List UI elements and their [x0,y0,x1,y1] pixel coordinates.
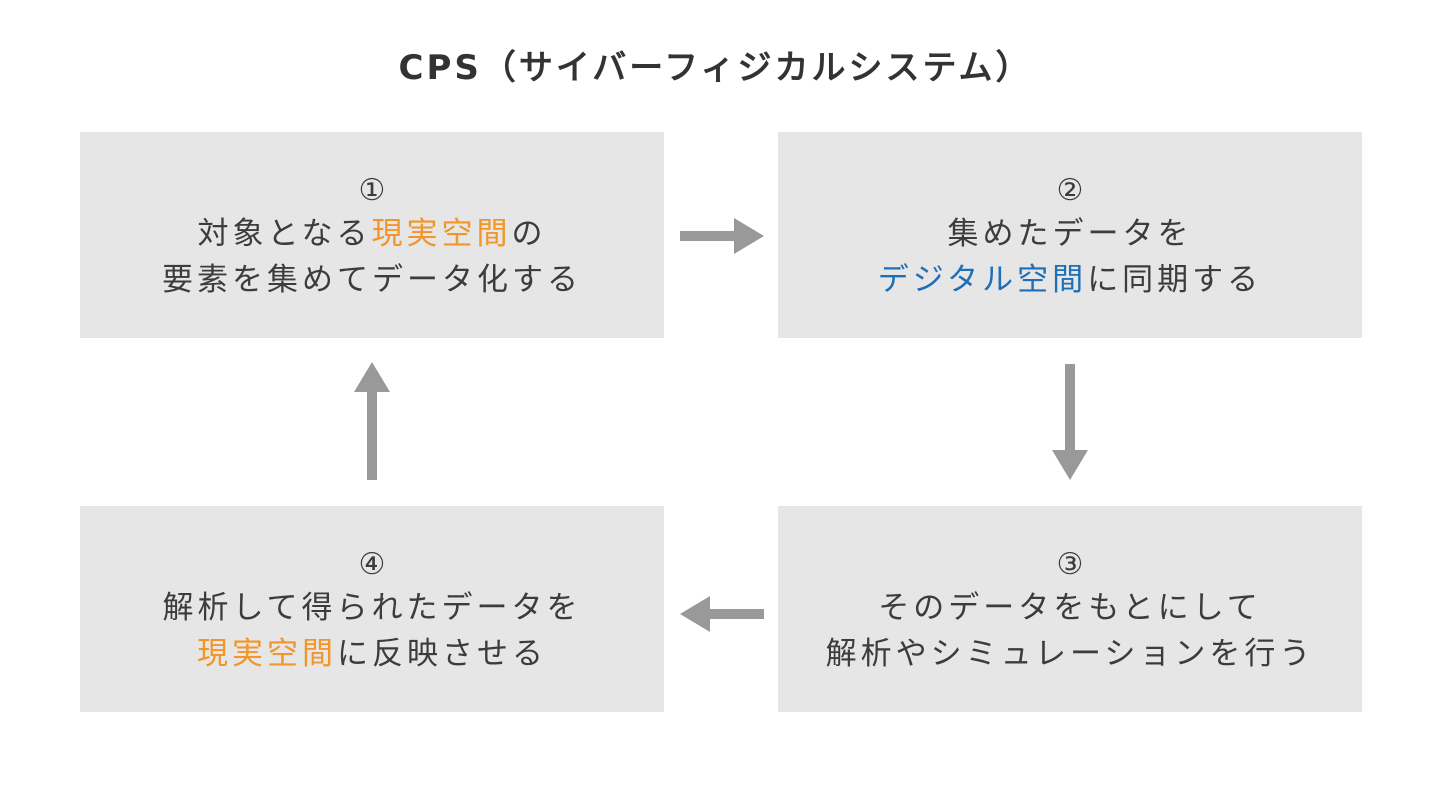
step-4-number: ④ [358,547,386,582]
step-3-box: ③ そのデータをもとにして 解析やシミュレーションを行う [778,506,1362,712]
step-2-highlight-digital-space: デジタル空間 [877,262,1088,298]
step-2-text-post: に同期する [1087,262,1263,298]
step-3-number: ③ [1056,547,1084,582]
arrow-right-icon [680,218,764,254]
arrow-left-icon [680,596,764,632]
step-4-line-1: 解析して得られたデータを [162,590,582,626]
step-4-text-post: に反映させる [337,636,547,672]
step-1-box: ① 対象となる現実空間の 要素を集めてデータ化する [80,132,664,338]
step-3-line-2: 解析やシミュレーションを行う [825,636,1315,672]
step-3-line-1: そのデータをもとにして [878,590,1262,626]
step-1-number: ① [358,173,386,208]
step-1-text-pre: 対象となる [197,216,372,252]
step-4-line-2: 現実空間に反映させる [197,631,547,677]
step-4-highlight-real-space: 現実空間 [197,636,337,672]
arrow-down-icon [1052,364,1088,480]
diagram-title: CPS（サイバーフィジカルシステム） [398,48,1033,88]
step-1-highlight-real-space: 現実空間 [371,216,512,252]
step-4-box: ④ 解析して得られたデータを 現実空間に反映させる [80,506,664,712]
step-2-line-1: 集めたデータを [947,216,1193,252]
step-1-text-post: の [511,216,547,252]
step-1-line-2: 要素を集めてデータ化する [162,262,582,298]
step-2-box: ② 集めたデータを デジタル空間に同期する [778,132,1362,338]
step-1-line-1: 対象となる現実空間の [197,211,546,257]
arrow-up-icon [354,362,390,480]
step-2-line-2: デジタル空間に同期する [878,257,1262,303]
step-2-number: ② [1056,173,1084,208]
